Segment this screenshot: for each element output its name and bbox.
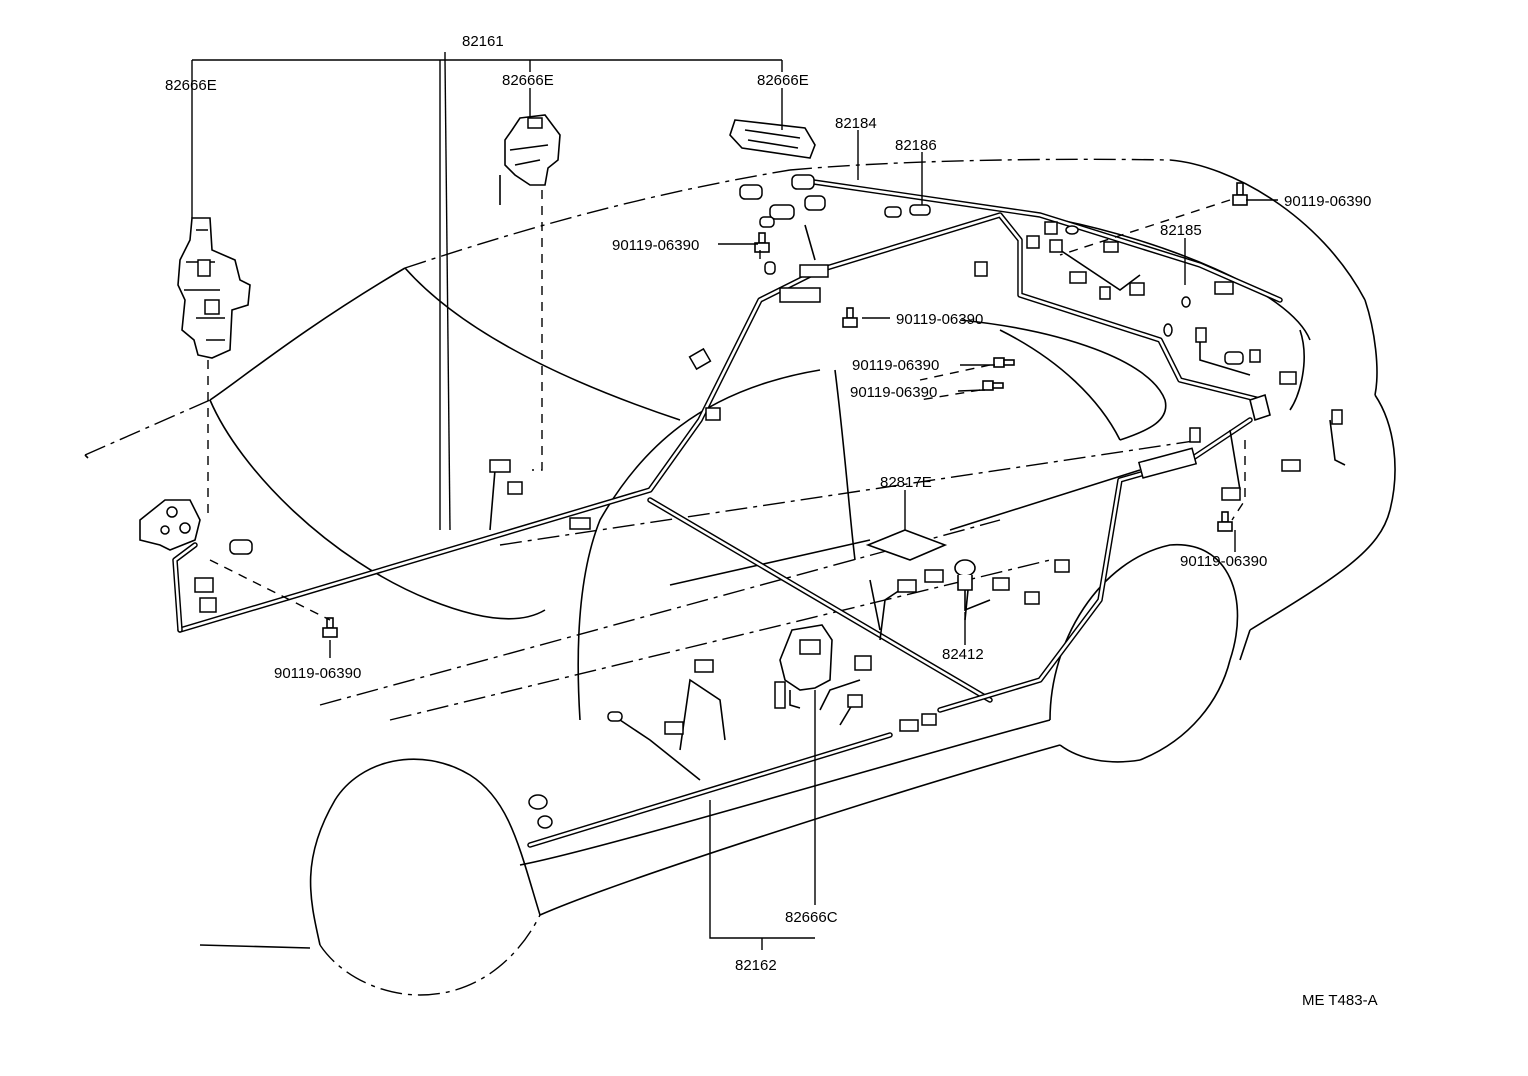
label-bolt-rear-right: 90119-06390 xyxy=(1180,553,1267,570)
junction-block-82666e-mid xyxy=(499,114,561,205)
label-82666c: 82666C xyxy=(785,909,838,926)
bolt-icon xyxy=(1232,182,1248,206)
label-82666e-left: 82666E xyxy=(165,77,217,94)
sensor-82666c xyxy=(774,624,833,709)
car-body-outline xyxy=(84,158,1396,996)
component-82412 xyxy=(954,559,991,612)
label-82666e-right: 82666E xyxy=(757,72,809,89)
bolt-icons xyxy=(322,182,1248,638)
label-bolt-center-3: 90119-06390 xyxy=(850,384,937,401)
label-bolt-roof: 90119-06390 xyxy=(612,237,699,254)
roof-connectors xyxy=(739,174,931,303)
bolt-icon xyxy=(982,380,1004,391)
bolt-icon xyxy=(1217,511,1233,532)
label-82186: 82186 xyxy=(895,137,937,154)
figure-code: ME T483-A xyxy=(1302,992,1378,1009)
bolt-icon xyxy=(322,617,338,638)
label-82184: 82184 xyxy=(835,115,877,132)
rear-harness-clamp xyxy=(1137,393,1271,479)
junction-block-82666e-left-installed xyxy=(139,499,217,613)
label-bolt-front-left: 90119-06390 xyxy=(274,665,361,682)
install-lines xyxy=(207,190,1246,621)
harness-connectors xyxy=(229,221,1343,829)
label-82412: 82412 xyxy=(942,646,984,663)
junction-block-82666e-left xyxy=(177,217,251,359)
label-bolt-center-2: 90119-06390 xyxy=(852,357,939,374)
label-82162: 82162 xyxy=(735,957,777,974)
label-82666e-mid: 82666E xyxy=(502,72,554,89)
bolt-icon xyxy=(754,232,770,253)
label-plate-82817e xyxy=(865,529,948,561)
bolt-icon xyxy=(842,307,858,328)
bolt-icon xyxy=(993,357,1015,368)
leader-lines xyxy=(191,52,1278,950)
part-number-labels: 82161 82666E 82666E 82666E 82184 82186 8… xyxy=(165,33,1378,1009)
label-82817e: 82817E xyxy=(880,474,932,491)
label-bolt-center-1: 90119-06390 xyxy=(896,311,983,328)
label-bolt-top-right: 90119-06390 xyxy=(1284,193,1371,210)
label-82161: 82161 xyxy=(462,33,504,50)
label-82185: 82185 xyxy=(1160,222,1202,239)
junction-block-82666e-right xyxy=(729,119,816,159)
